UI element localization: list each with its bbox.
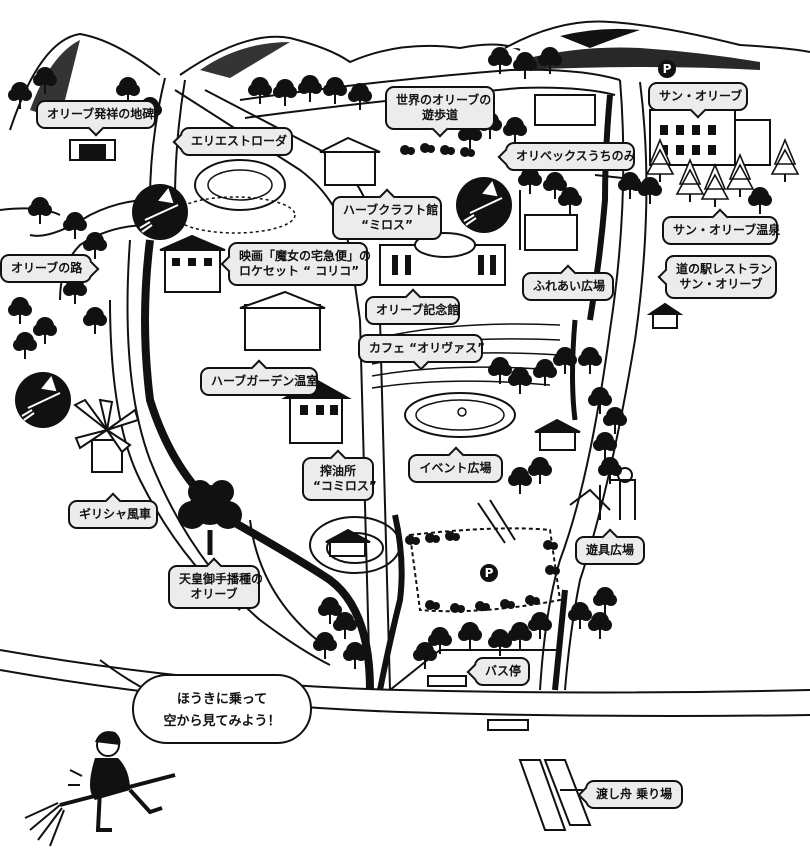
label-olive-museum[interactable]: オリーブ記念館 <box>365 296 460 325</box>
label-text: オリーブ発祥の地碑 <box>47 107 155 121</box>
emperor-olive-tree-icon <box>178 480 242 555</box>
label-elliest-road[interactable]: エリエストローダ <box>180 127 293 156</box>
label-michinoeki-restaurant[interactable]: 道の駅レストラン サン・オリーブ <box>665 255 777 299</box>
label-text: 遊具広場 <box>586 543 635 557</box>
label-text: 映画「魔女の宅急便」の <box>239 249 372 263</box>
label-olivex-uchinomi[interactable]: オリベックスうちのみ <box>505 142 636 171</box>
label-text: サン・オリーブ <box>659 89 743 103</box>
label-text: イベント広場 <box>419 461 492 475</box>
speech-line: 空から見てみよう！ <box>163 714 281 729</box>
label-world-olive-path[interactable]: 世界のオリーブの 遊歩道 <box>385 86 495 130</box>
label-text: 渡し舟 乗り場 <box>596 787 673 801</box>
label-text: 道の駅レストラン <box>676 262 773 276</box>
label-text: ハーブガーデン温室 <box>211 374 319 388</box>
label-text: サン・オリーブ <box>679 277 763 291</box>
label-olive-road[interactable]: オリーブの路 <box>0 254 92 283</box>
label-ferry-pier[interactable]: 渡し舟 乗り場 <box>585 780 683 809</box>
label-text: 世界のオリーブの <box>396 93 492 107</box>
label-text: オリーブの路 <box>11 261 83 275</box>
label-text: “ミロス” <box>361 218 413 232</box>
label-text: 天皇御手播種の <box>179 572 264 586</box>
label-text: ハーブクラフト館 <box>343 203 439 217</box>
label-playground[interactable]: 遊具広場 <box>575 536 645 565</box>
label-olive-monument[interactable]: オリーブ発祥の地碑 <box>36 100 156 129</box>
label-herb-garden[interactable]: ハーブガーデン温室 <box>200 367 318 396</box>
label-event-hiroba[interactable]: イベント広場 <box>408 454 503 483</box>
label-text: オリベックスうちのみ <box>516 149 636 163</box>
speech-line: ほうきに乗って <box>176 692 268 707</box>
parking-icon: P <box>480 564 498 582</box>
label-emperor-olive[interactable]: 天皇御手播種の オリーブ <box>168 565 264 609</box>
label-text: オリーブ <box>190 587 238 601</box>
label-text: 搾油所 <box>319 464 356 478</box>
label-text: 遊歩道 <box>421 108 458 122</box>
label-greek-windmill[interactable]: ギリシャ風車 <box>68 500 158 529</box>
witch-character <box>24 731 176 847</box>
label-sun-olive-onsen[interactable]: サン・オリーブ温泉 <box>662 216 781 245</box>
label-text: ふれあい広場 <box>533 279 606 293</box>
label-press-house-komilos[interactable]: 搾油所 “コミロス” <box>302 457 377 501</box>
label-text: バス停 <box>485 664 522 678</box>
label-text: サン・オリーブ温泉 <box>673 223 781 237</box>
label-text: “コミロス” <box>313 479 377 493</box>
label-movie-set-koriko[interactable]: 映画「魔女の宅急便」の ロケセット “ コリコ” <box>228 242 372 286</box>
parking-icon: P <box>658 60 676 78</box>
label-sun-olive[interactable]: サン・オリーブ <box>648 82 748 111</box>
label-text: ギリシャ風車 <box>79 507 152 521</box>
windmill-icon <box>73 398 140 473</box>
label-herb-craft-milos[interactable]: ハーブクラフト館 “ミロス” <box>332 196 442 240</box>
label-text: カフェ “オリヴァス” <box>369 341 485 355</box>
label-fureai-hiroba[interactable]: ふれあい広場 <box>522 272 614 301</box>
witch-speech-bubble: ほうきに乗って 空から見てみよう！ <box>132 674 312 744</box>
label-text: ロケセット “ コリコ” <box>239 264 360 278</box>
witch-on-broom-icon <box>15 177 512 428</box>
label-bus-stop[interactable]: バス停 <box>474 657 530 686</box>
label-text: オリーブ記念館 <box>376 303 460 317</box>
label-text: エリエストローダ <box>191 134 288 148</box>
label-cafe-olivas[interactable]: カフェ “オリヴァス” <box>358 334 485 363</box>
